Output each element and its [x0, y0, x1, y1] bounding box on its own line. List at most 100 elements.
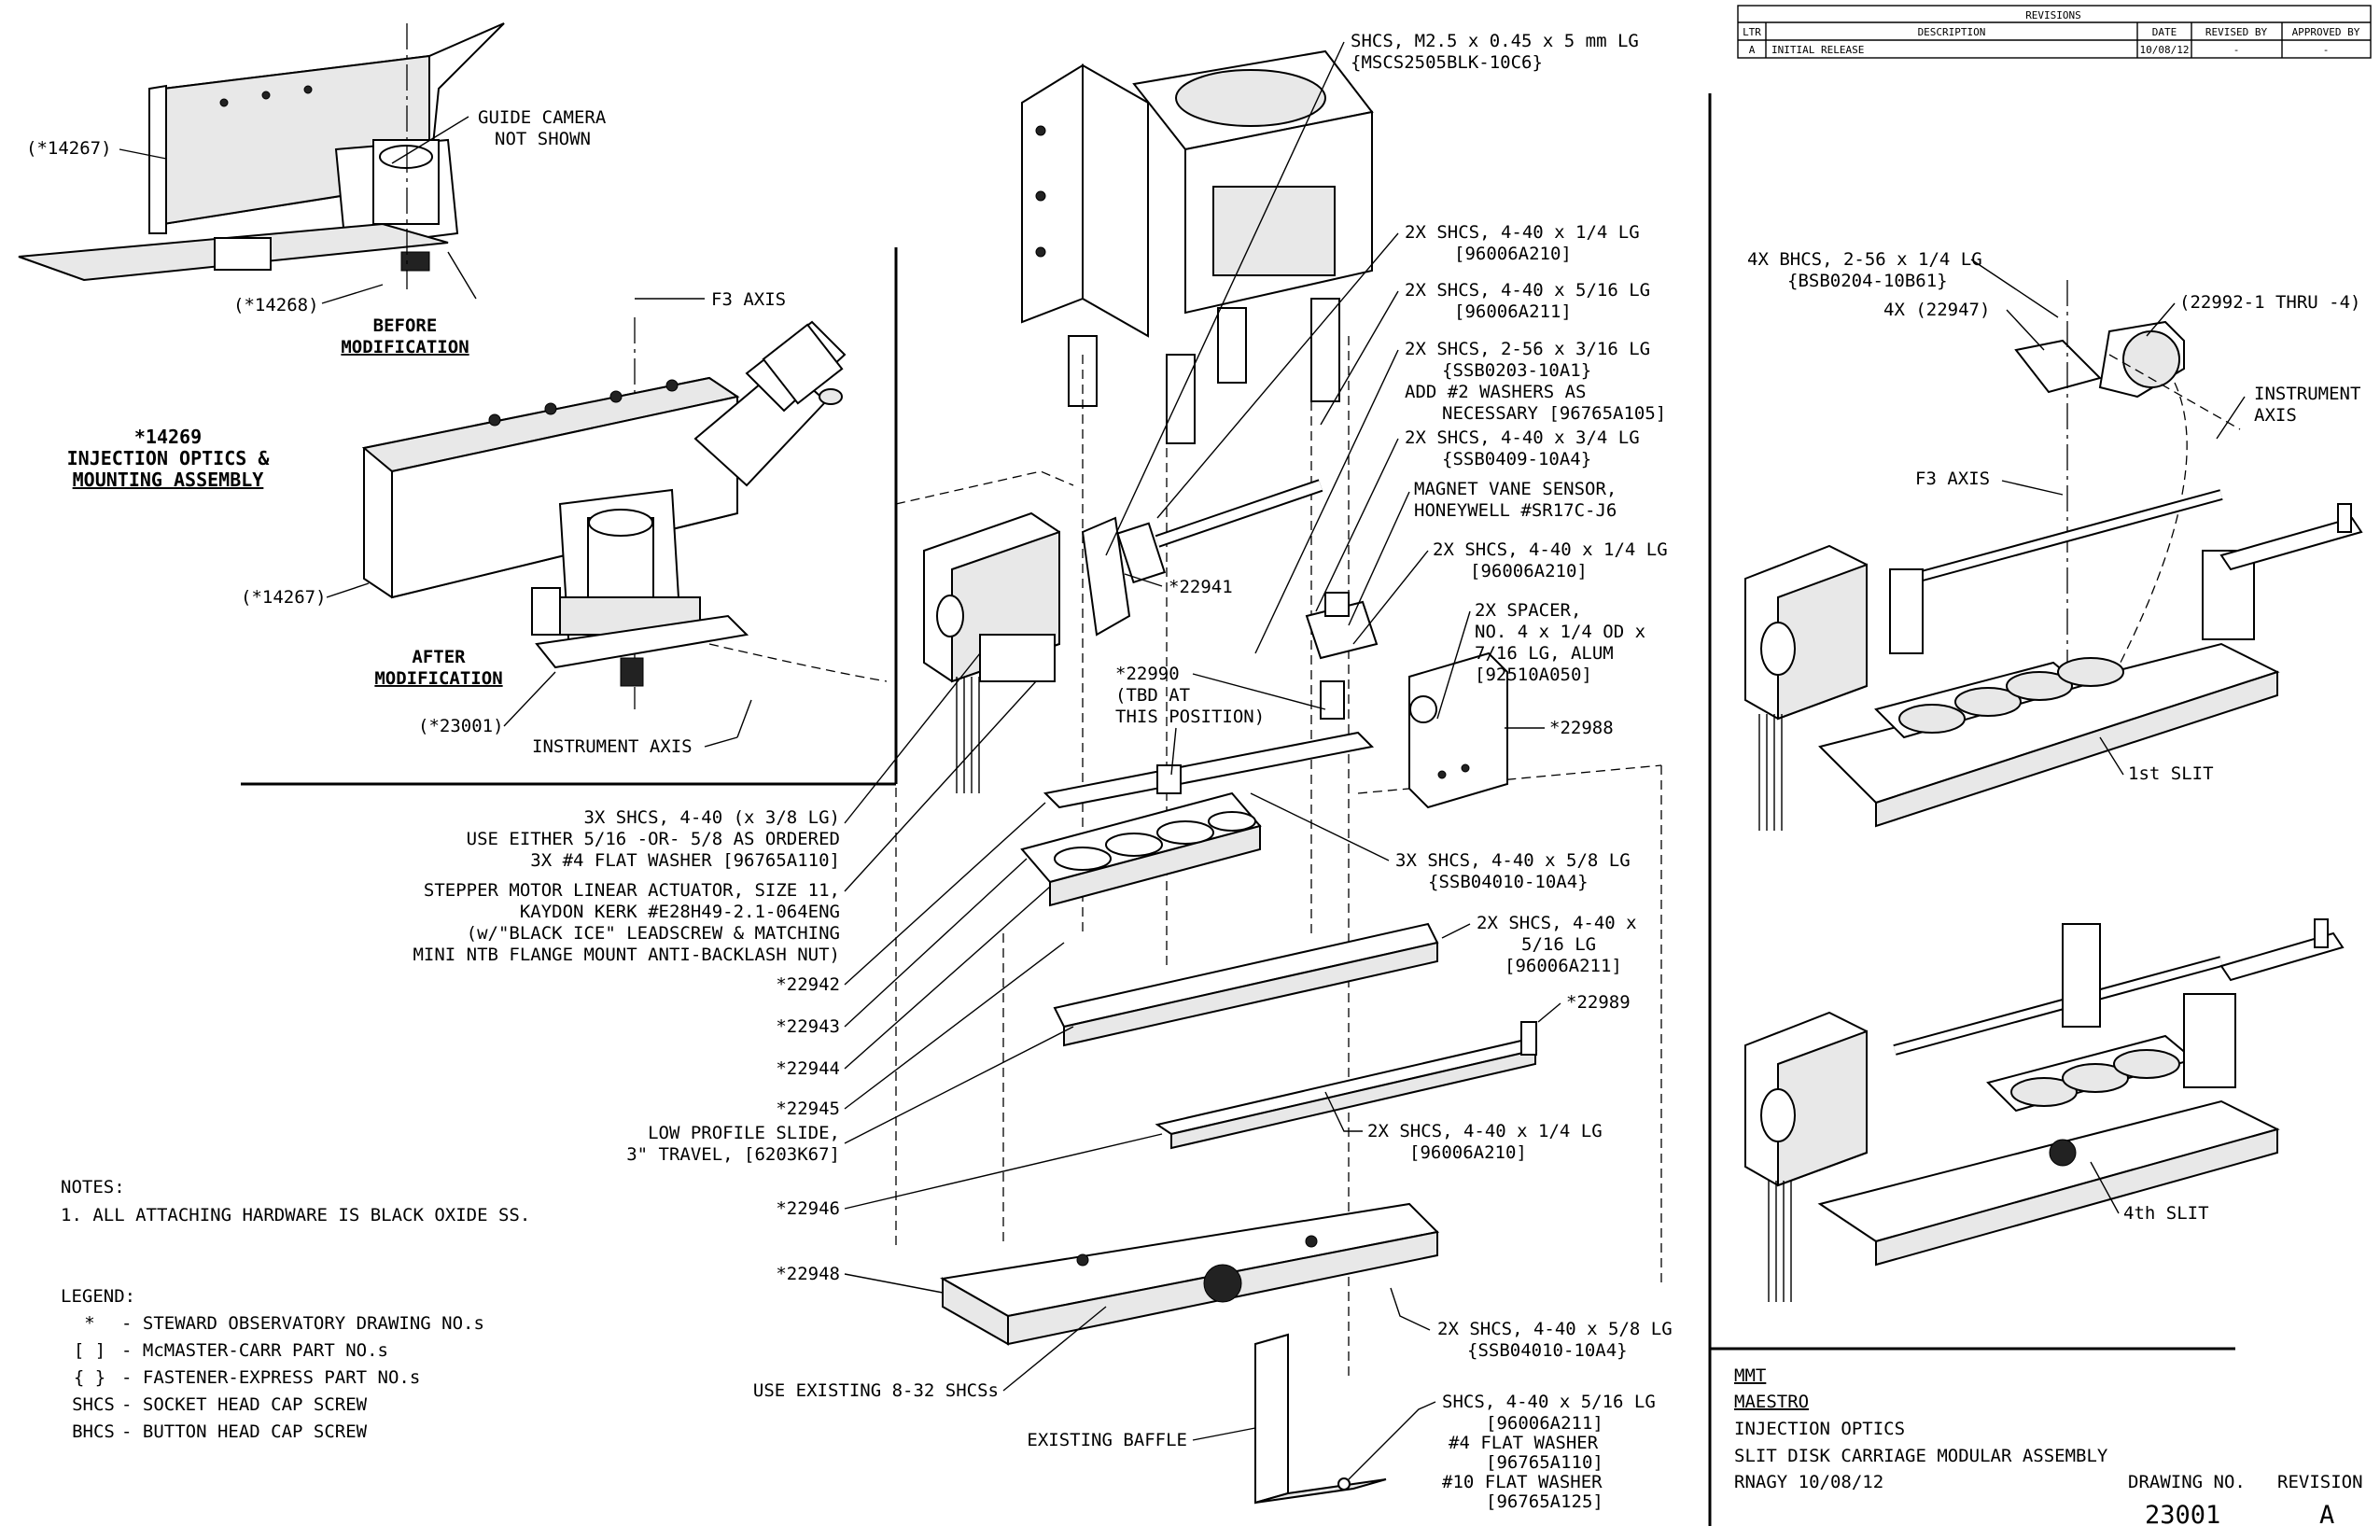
callout-shcs-440-14-c-line2: [96006A210] [1409, 1142, 1527, 1163]
callout-shcs-440-516-b-line2: 5/16 LG [1521, 934, 1596, 955]
title-project: MAESTRO [1734, 1392, 1809, 1412]
callout-shcs-440-516-c-line4: [96765A110] [1486, 1452, 1603, 1473]
ref-22943: *22943 [776, 1016, 840, 1037]
ref-22988: *22988 [1549, 718, 1614, 738]
ref-22989: *22989 [1566, 992, 1631, 1013]
ref-22945: *22945 [776, 1099, 840, 1119]
before-modification-view [18, 22, 505, 300]
callout-shcs-440-58-b-line1: 2X SHCS, 4-40 x 5/8 LG [1437, 1319, 1673, 1339]
callout-shcs-440-516-b-line1: 2X SHCS, 4-40 x [1477, 913, 1637, 933]
instrument-axis-right-line2: AXIS [2254, 405, 2297, 426]
ref-22944: *22944 [776, 1058, 840, 1079]
existing-screws-note: USE EXISTING 8-32 SHCSs [753, 1380, 999, 1401]
legend-heading: LEGEND: [61, 1286, 135, 1307]
callout-shcs-440-14-b-line1: 2X SHCS, 4-40 x 1/4 LG [1433, 539, 1668, 560]
instrument-axis-leader-right [2216, 396, 2246, 440]
callout-shcs-440-516-c-line2: [96006A211] [1486, 1413, 1603, 1434]
callout-bhcs-line2: {BSB0204-10B61} [1787, 271, 1948, 291]
callout-3x-shcs-line3: 3X #4 FLAT WASHER [96765A110] [530, 850, 840, 871]
callout-shcs-440-516-b-line3: [96006A211] [1505, 956, 1622, 976]
center-callouts-left: 3X SHCS, 4-40 (x 3/8 LG) USE EITHER 5/16… [413, 652, 1256, 1450]
rev-row-description: INITIAL RELEASE [1771, 44, 1864, 56]
callout-shcs-256-line3: ADD #2 WASHERS AS [1405, 382, 1586, 402]
callout-shcs-440-516-c-line1: SHCS, 4-40 x 5/16 LG [1442, 1392, 1656, 1412]
callout-shcs-440-14-a-line2: [96006A210] [1454, 244, 1572, 264]
rev-header-revised-by: REVISED BY [2205, 26, 2268, 38]
existing-baffle-note: EXISTING BAFFLE [1027, 1430, 1187, 1450]
instrument-axis-label-left: INSTRUMENT AXIS [532, 736, 693, 757]
callout-stepper-line4: MINI NTB FLANGE MOUNT ANTI-BACKLASH NUT) [413, 945, 840, 965]
guide-camera-note-line2: NOT SHOWN [495, 129, 591, 149]
title-block: MMT MAESTRO INJECTION OPTICS SLIT DISK C… [1734, 1365, 2363, 1530]
legend-key-3: { } [74, 1367, 105, 1388]
callout-shcs-440-14-c-line1: 2X SHCS, 4-40 x 1/4 LG [1367, 1121, 1603, 1141]
revisions-table: REVISIONS LTR DESCRIPTION DATE REVISED B… [1737, 5, 2372, 59]
ref-14267-bottom-leader [326, 582, 370, 598]
assembly-title-line2: INJECTION OPTICS & [67, 447, 271, 469]
tbd-note-line2: THIS POSITION) [1115, 707, 1265, 727]
ref-14267-bottom: (*14267) [241, 587, 327, 608]
ref-22947: 4X (22947) [1883, 300, 1990, 320]
tbd-note-line1: (TBD AT [1115, 685, 1190, 706]
instrument-axis-right-line1: INSTRUMENT [2254, 384, 2360, 404]
callout-spacer-line4: [92510A050] [1475, 665, 1592, 685]
ref-22947-leader [2006, 309, 2045, 351]
callout-shcs-440-516-c-line6: [96765A125] [1486, 1491, 1603, 1512]
callout-3x-shcs-line2: USE EITHER 5/16 -OR- 5/8 AS ORDERED [467, 829, 840, 849]
title-dwg-label: DRAWING NO. [2128, 1472, 2246, 1492]
ref-22992: (22992-1 THRU -4) [2179, 292, 2360, 313]
callout-shcs-256-line4: NECESSARY [96765A105] [1442, 403, 1666, 424]
callout-3x-shcs-line1: 3X SHCS, 4-40 (x 3/8 LG) [583, 807, 840, 828]
callout-stepper-line1: STEPPER MOTOR LINEAR ACTUATOR, SIZE 11, [424, 880, 840, 901]
notes-item-1: 1. ALL ATTACHING HARDWARE IS BLACK OXIDE… [61, 1205, 530, 1225]
after-modification-view [361, 320, 847, 687]
before-caption-line1: BEFORE [373, 315, 438, 336]
rev-header-ltr: LTR [1743, 26, 1761, 38]
ref-14268-leader [321, 284, 384, 304]
callout-low-profile-slide-line2: 3" TRAVEL, [6203K67] [626, 1144, 840, 1165]
instrument-axis-arc-left [708, 643, 888, 682]
ref-14267-top: (*14267) [26, 138, 112, 159]
legend-block: LEGEND: * - STEWARD OBSERVATORY DRAWING … [61, 1286, 484, 1442]
title-dwg-number: 23001 [2145, 1501, 2220, 1530]
assembly-title-line1: *14269 [134, 426, 202, 448]
title-author-date: RNAGY 10/08/12 [1734, 1472, 1883, 1492]
callout-magnet-vane-line1: MAGNET VANE SENSOR, [1414, 479, 1617, 499]
slit-disk-detail-view [2014, 280, 2241, 728]
ref-23001: (*23001) [418, 716, 504, 736]
after-caption-line2: MODIFICATION [374, 668, 502, 689]
ref-22992-leader [2146, 302, 2176, 337]
exploded-assembly-view [895, 49, 1662, 1505]
callout-low-profile-slide-line1: LOW PROFILE SLIDE, [648, 1123, 840, 1143]
callout-shcs-440-34-line1: 2X SHCS, 4-40 x 3/4 LG [1405, 427, 1640, 448]
callout-shcs-440-58-a-line1: 3X SHCS, 4-40 x 5/8 LG [1395, 850, 1631, 871]
callout-stepper-line3: (w/"BLACK ICE" LEADSCREW & MATCHING [467, 923, 840, 944]
legend-desc-1: - STEWARD OBSERVATORY DRAWING NO.s [121, 1313, 484, 1334]
slit1-label: 1st SLIT [2128, 763, 2214, 784]
callout-shcs-440-516-c-line3: #4 FLAT WASHER [1449, 1433, 1599, 1453]
callout-m25-shcs-line2: {MSCS2505BLK-10C6} [1351, 52, 1543, 73]
callout-bhcs-line1: 4X BHCS, 2-56 x 1/4 LG [1747, 249, 1982, 270]
slit4-label: 4th SLIT [2123, 1203, 2209, 1224]
after-caption-line1: AFTER [412, 647, 466, 667]
notes-block: NOTES: 1. ALL ATTACHING HARDWARE IS BLAC… [61, 1177, 530, 1225]
slit4-leader [2090, 1161, 2120, 1214]
callout-shcs-440-14-a-line1: 2X SHCS, 4-40 x 1/4 LG [1405, 222, 1640, 243]
callout-shcs-256-line2: {SSB0203-10A1} [1442, 360, 1591, 381]
callout-m25-shcs-line1: SHCS, M2.5 x 0.45 x 5 mm LG [1351, 31, 1639, 51]
callout-shcs-440-34-line2: {SSB0409-10A4} [1442, 449, 1591, 469]
legend-desc-5: - BUTTON HEAD CAP SCREW [121, 1421, 368, 1442]
title-rev-label: REVISION [2277, 1472, 2363, 1492]
callout-shcs-440-516-c-line5: #10 FLAT WASHER [1442, 1472, 1603, 1492]
rev-row-ltr: A [1749, 44, 1756, 56]
rev-row-date: 10/08/12 [2140, 44, 2190, 56]
legend-desc-4: - SOCKET HEAD CAP SCREW [121, 1394, 368, 1415]
notes-heading: NOTES: [61, 1177, 125, 1197]
callout-shcs-256-line1: 2X SHCS, 2-56 x 3/16 LG [1405, 339, 1650, 359]
callout-stepper-line2: KAYDON KERK #E28H49-2.1-064ENG [520, 902, 840, 922]
ref-14267-top-leader [119, 148, 167, 160]
revisions-title: REVISIONS [2025, 9, 2081, 21]
carriage-view-1st-slit [1744, 489, 2363, 831]
callout-shcs-440-58-a-line2: {SSB04010-10A4} [1428, 872, 1589, 892]
